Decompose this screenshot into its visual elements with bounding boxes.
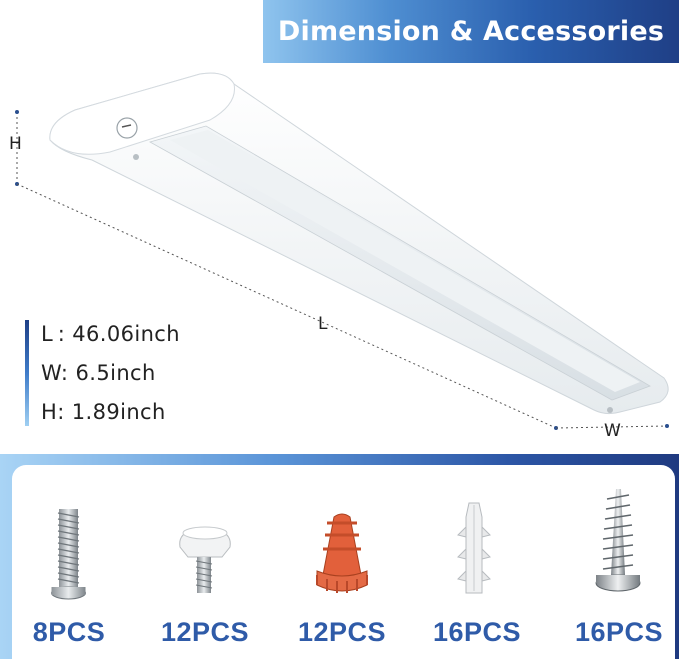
length-label: L xyxy=(318,314,328,334)
accessory-wood-screw: 16PCS xyxy=(563,465,675,659)
fixture-end-cap xyxy=(49,72,235,155)
spec-accent-bar xyxy=(25,320,29,426)
width-label: W xyxy=(604,421,621,441)
accessory-qty: 16PCS xyxy=(574,617,664,647)
power-switch xyxy=(116,117,138,139)
wood-screw-icon xyxy=(595,489,641,592)
height-label: H xyxy=(9,134,22,154)
spec-height: H: 1.89inch xyxy=(41,400,166,424)
title-banner: Dimension & Accessories xyxy=(263,0,679,63)
wire-nut-icon xyxy=(316,513,368,593)
accessory-machine-screw: 8PCS xyxy=(18,465,120,659)
accessory-qty: 12PCS xyxy=(160,617,250,647)
spec-length: L : 46.06inch xyxy=(41,322,180,346)
led-shop-light-diagram xyxy=(15,72,669,430)
thumb-screw-icon xyxy=(179,526,231,593)
accessory-wire-nut: 12PCS xyxy=(287,465,397,659)
length-dimension-line xyxy=(16,183,557,429)
spec-width: W: 6.5inch xyxy=(41,361,156,385)
wall-anchor-icon xyxy=(457,502,491,594)
accessory-wall-anchor: 16PCS xyxy=(420,465,534,659)
accessory-thumb-screw: 12PCS xyxy=(150,465,260,659)
accessory-qty: 8PCS xyxy=(32,617,106,647)
page-title: Dimension & Accessories xyxy=(277,16,665,47)
width-dimension-line xyxy=(555,425,668,429)
machine-screw-icon xyxy=(51,509,86,600)
accessories-panel: 8PCS 12 xyxy=(0,454,679,659)
accessories-card: 8PCS 12 xyxy=(12,465,675,659)
accessory-qty: 16PCS xyxy=(432,617,522,647)
accessory-qty: 12PCS xyxy=(297,617,387,647)
